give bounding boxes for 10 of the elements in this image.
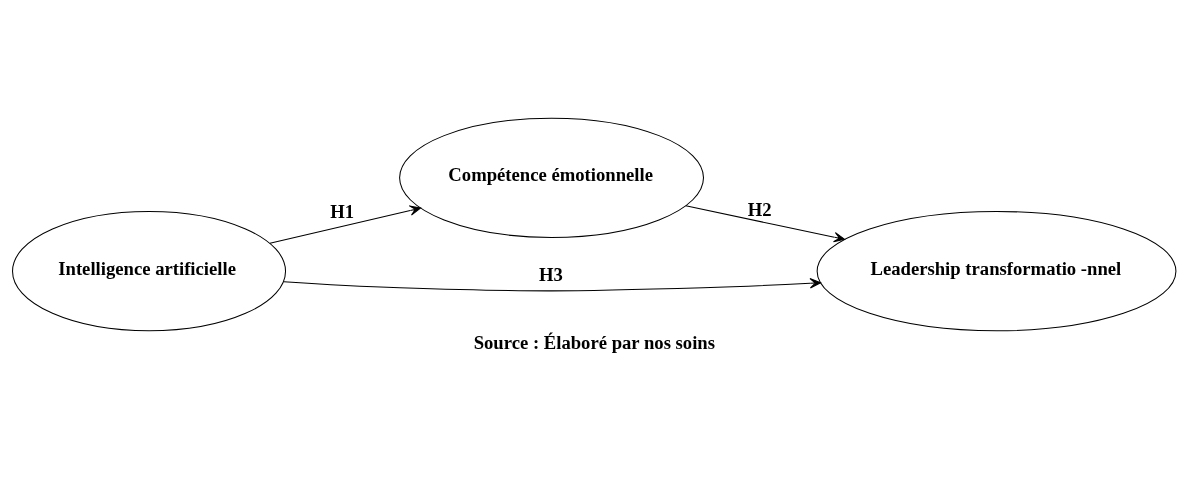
node-ellipse: Compétence émotionnelle <box>399 117 704 238</box>
edge-label: H2 <box>747 198 772 220</box>
node-ellipse: Leadership transformatio -nnel <box>816 210 1177 331</box>
edge-label: H3 <box>539 263 563 285</box>
arrow <box>685 204 846 242</box>
arrow <box>269 204 422 244</box>
edge-label: H1 <box>330 200 355 222</box>
node-ellipse: Intelligence artificielle <box>12 210 287 331</box>
caption: Source : Élaboré par nos soins <box>473 331 716 353</box>
arrow <box>283 277 822 291</box>
